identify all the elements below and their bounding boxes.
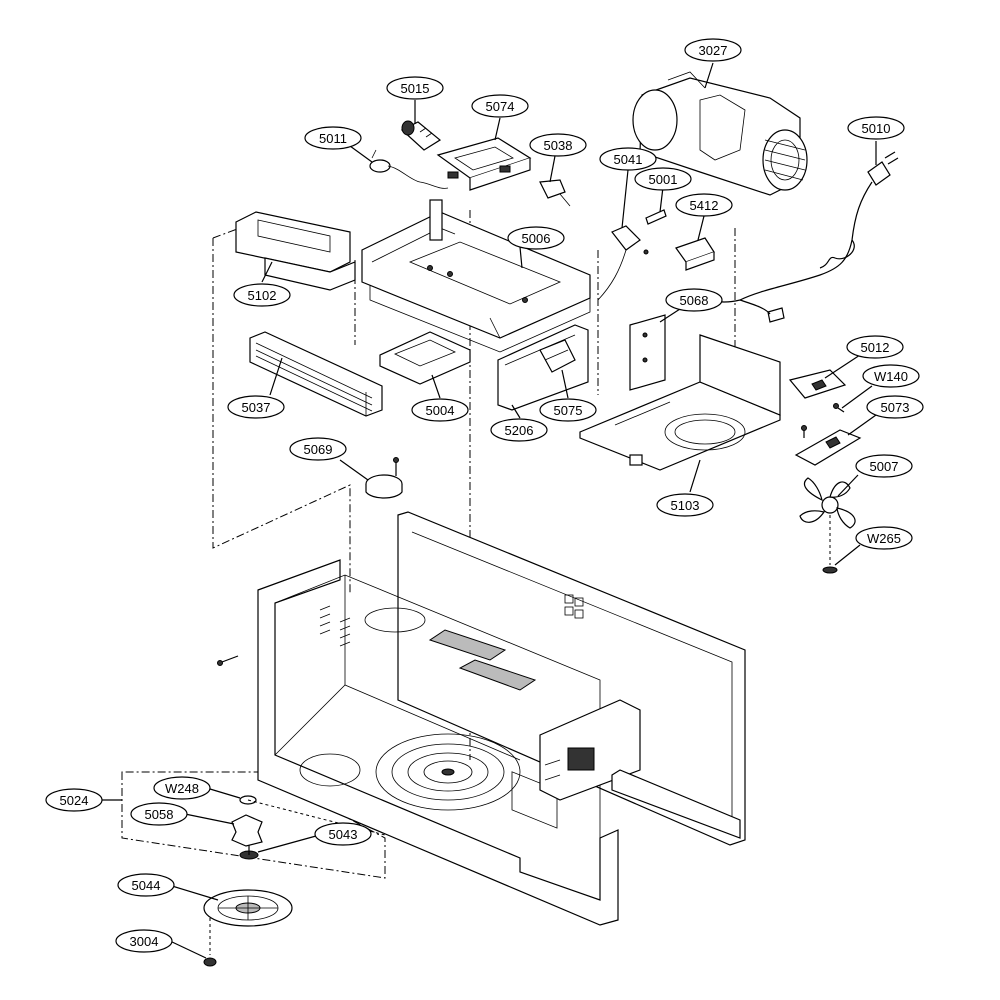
part-5041-switch-assembly — [597, 225, 649, 301]
callout-w140: W140 — [862, 364, 920, 388]
part-5037-grease-filter — [249, 331, 383, 417]
callout-5041: 5041 — [599, 147, 657, 171]
callout-text: 5041 — [614, 152, 643, 167]
part-5102-vent-duct — [235, 211, 356, 291]
callout-text: 5015 — [401, 81, 430, 96]
callout-5001: 5001 — [634, 167, 692, 191]
part-5206-control-bracket — [497, 324, 589, 411]
callout-text: 5206 — [505, 423, 534, 438]
callout-text: W265 — [867, 531, 901, 546]
part-5075-relay — [539, 339, 576, 373]
part-5004-tray — [379, 331, 471, 385]
callout-text: 5001 — [649, 172, 678, 187]
callout-5412: 5412 — [675, 193, 733, 217]
part-5103-base-plate — [579, 334, 781, 471]
callout-text: 5044 — [132, 878, 161, 893]
callout-text: 5058 — [145, 807, 174, 822]
callout-text: 5037 — [242, 400, 271, 415]
part-5073-sensor — [794, 425, 862, 466]
callout-5044: 5044 — [117, 873, 175, 897]
callout-text: 5004 — [426, 403, 455, 418]
callout-5004: 5004 — [411, 398, 469, 422]
callout-5206: 5206 — [490, 418, 548, 442]
part-5069-motor — [365, 457, 403, 499]
part-5006-chassis-top — [361, 199, 591, 353]
part-w140-screw — [833, 403, 845, 413]
callout-text: 5024 — [60, 793, 89, 808]
callout-text: 5006 — [522, 231, 551, 246]
callout-5024: 5024 — [45, 788, 103, 812]
callout-text: 5103 — [671, 498, 700, 513]
callout-text: 3027 — [699, 43, 728, 58]
callout-text: 5007 — [870, 459, 899, 474]
part-5015-capacitor — [400, 120, 442, 151]
callout-text: W140 — [874, 369, 908, 384]
callout-5015: 5015 — [386, 76, 444, 100]
callout-5058: 5058 — [130, 802, 188, 826]
part-5038-lamp-socket — [539, 179, 571, 207]
part-5058-coupler — [231, 814, 263, 847]
callout-3027: 3027 — [684, 38, 742, 62]
callout-5075: 5075 — [539, 398, 597, 422]
main-oven-cavity — [217, 511, 746, 926]
callout-text: 5074 — [486, 99, 515, 114]
part-3027-blower-motor — [632, 71, 808, 196]
callout-text: 5011 — [319, 131, 347, 146]
callout-text: W248 — [165, 781, 199, 796]
callout-text: 5102 — [248, 288, 277, 303]
callout-5012: 5012 — [846, 335, 904, 359]
callout-5038: 5038 — [529, 133, 587, 157]
part-5007-fan-blade — [799, 477, 856, 529]
callout-text: 3004 — [130, 934, 159, 949]
part-5011-thermal-switch — [369, 149, 449, 189]
part-5044-turntable-support — [203, 889, 293, 927]
callout-text: 5010 — [862, 121, 891, 136]
callout-5069: 5069 — [289, 437, 347, 461]
callout-5103: 5103 — [656, 493, 714, 517]
part-5043-roller — [239, 845, 259, 860]
part-5074-bracket — [436, 137, 532, 191]
callout-text: 5043 — [329, 827, 358, 842]
callout-5043: 5043 — [314, 822, 372, 846]
callout-text: 5069 — [304, 442, 333, 457]
callout-5037: 5037 — [227, 395, 285, 419]
callout-text: 5073 — [881, 400, 910, 415]
callout-5006: 5006 — [507, 226, 565, 250]
callout-text: 5012 — [861, 340, 890, 355]
callout-5073: 5073 — [866, 395, 924, 419]
part-w248-clip — [239, 795, 257, 805]
part-5412-noise-filter — [675, 237, 715, 271]
part-3004-screw — [203, 918, 217, 967]
callout-5074: 5074 — [471, 94, 529, 118]
part-5001-fuse — [645, 209, 667, 225]
callout-text: 5075 — [554, 403, 583, 418]
callout-5010: 5010 — [847, 116, 905, 140]
part-5012-thermostat — [788, 369, 847, 399]
part-5010-power-cord — [689, 151, 899, 323]
callout-3004: 3004 — [115, 929, 173, 953]
part-5068-side-bracket — [629, 314, 666, 391]
callout-text: 5038 — [544, 138, 573, 153]
callout-text: 5412 — [690, 198, 719, 213]
callout-5007: 5007 — [855, 454, 913, 478]
callout-w265: W265 — [855, 526, 913, 550]
callout-5068: 5068 — [665, 288, 723, 312]
part-w265-washer — [822, 515, 838, 574]
leader-lines — [102, 62, 877, 959]
callout-text: 5068 — [680, 293, 709, 308]
callout-w248: W248 — [153, 776, 211, 800]
callout-5102: 5102 — [233, 283, 291, 307]
callout-5011: 5011 — [304, 126, 362, 150]
